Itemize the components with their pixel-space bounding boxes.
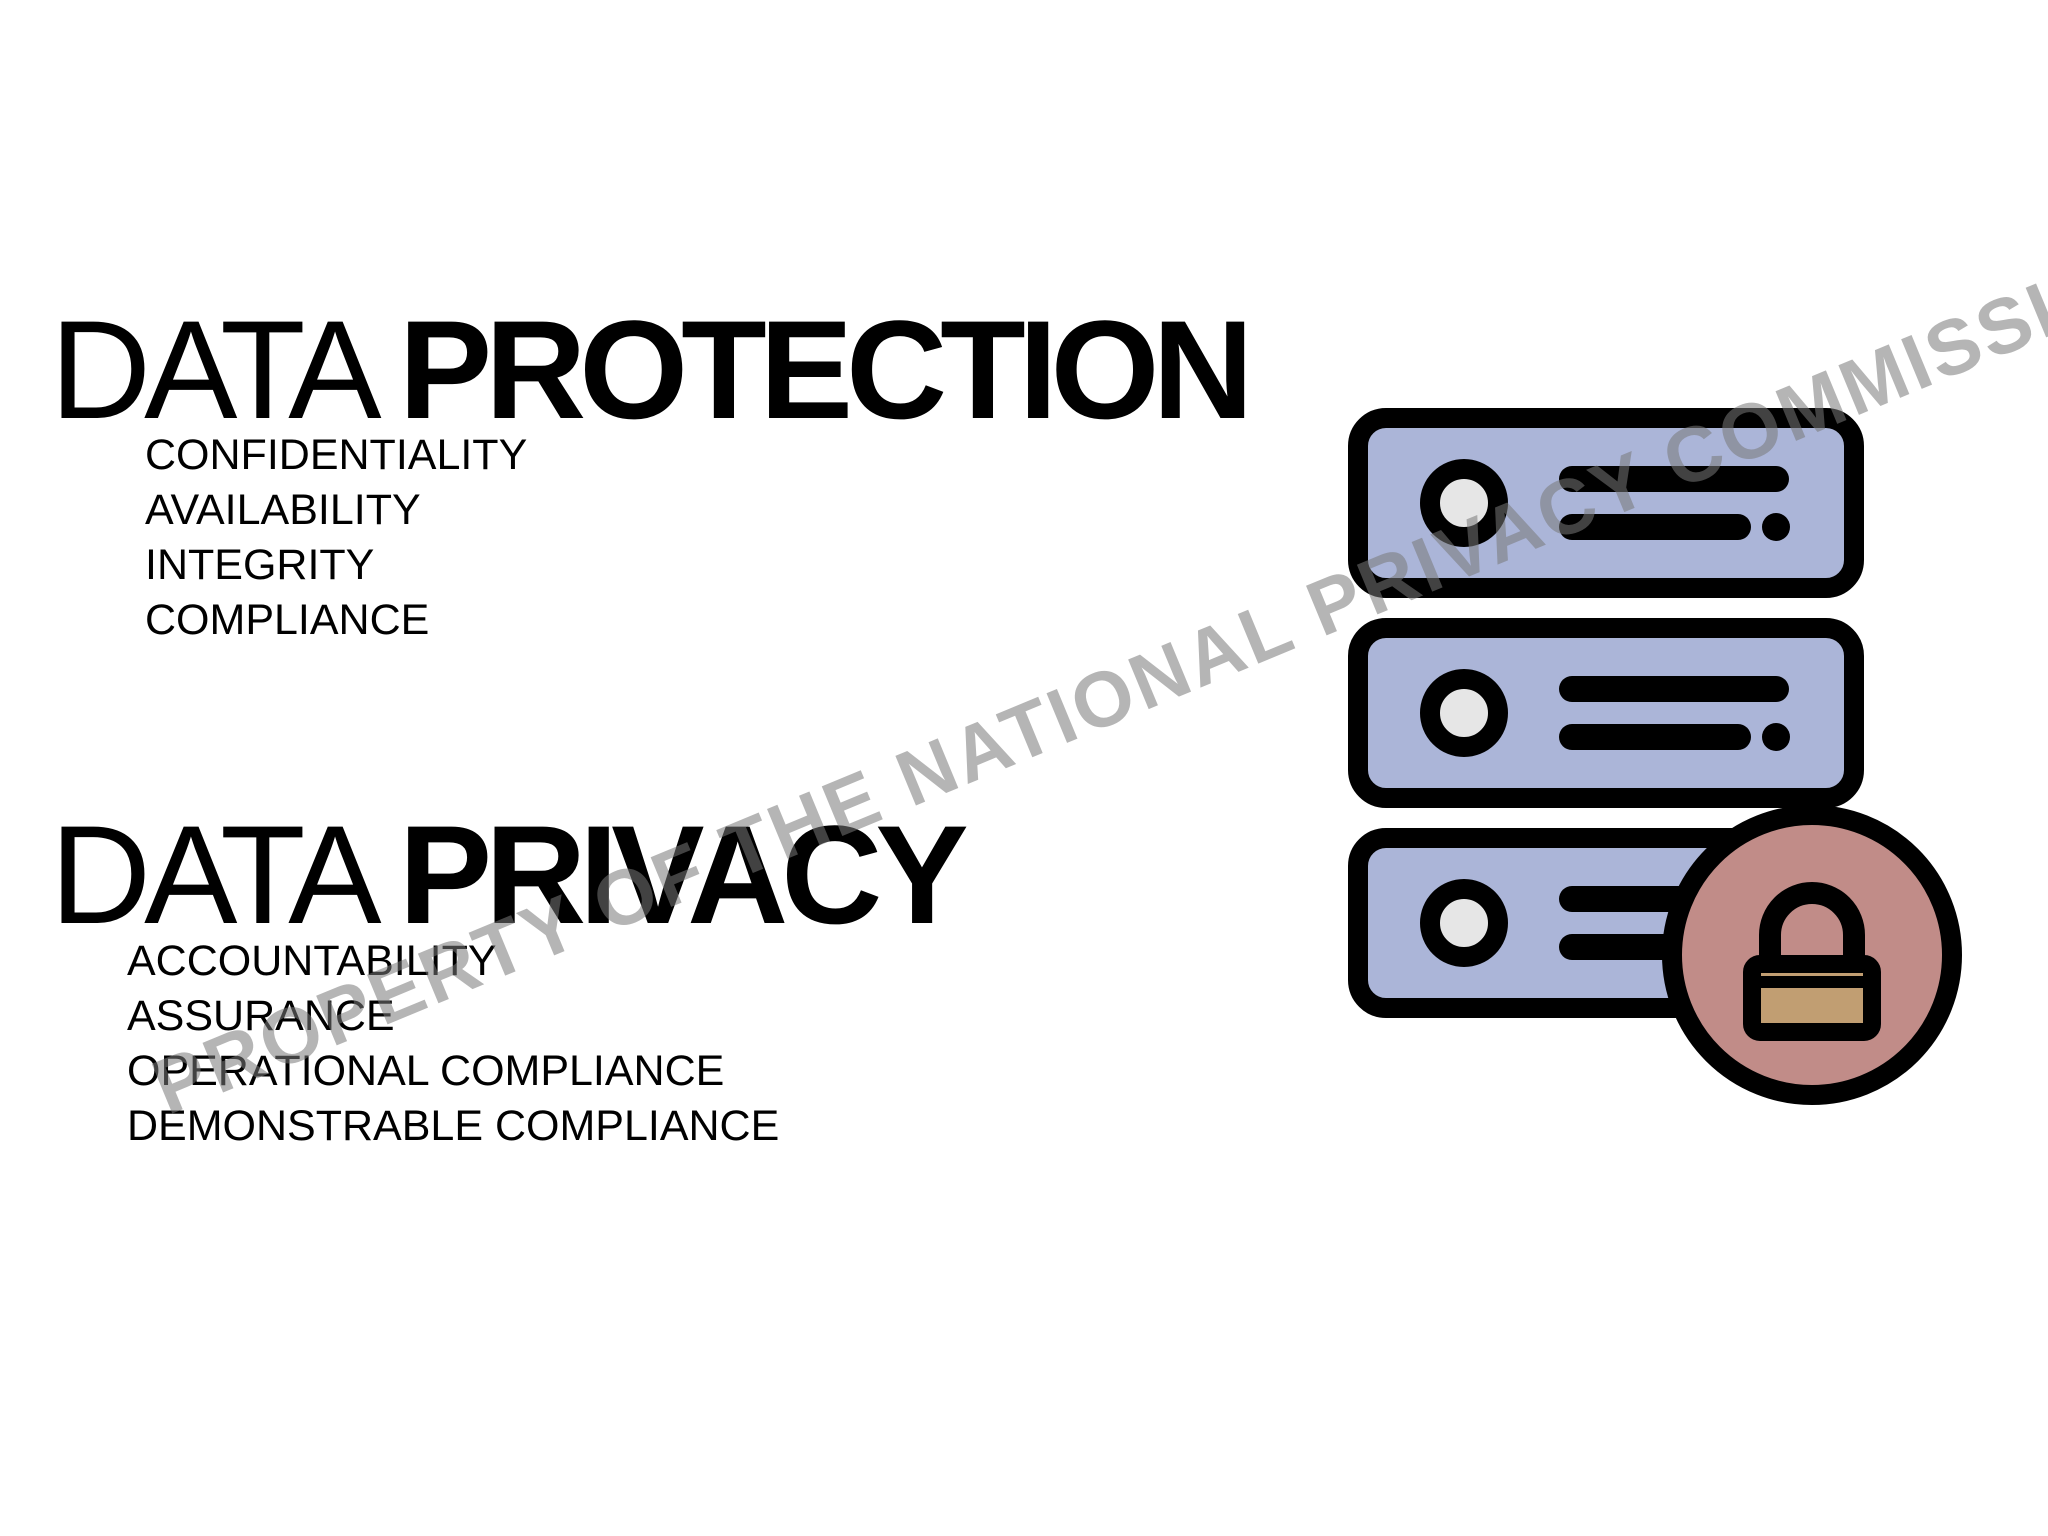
- data-privacy-heading-bold: PRIVACY: [398, 796, 969, 953]
- data-protection-heading-light: DATA: [50, 291, 374, 448]
- list-item: ACCOUNTABILITY: [127, 937, 497, 985]
- data-privacy-list: ACCOUNTABILITY ASSURANCE OPERATIONAL COM…: [127, 934, 779, 1154]
- server-unit-icon: [1348, 618, 1864, 808]
- list-item: DEMONSTRABLE COMPLIANCE: [127, 1102, 780, 1150]
- list-item: INTEGRITY: [145, 541, 375, 589]
- list-item: AVAILABILITY: [145, 486, 421, 534]
- data-privacy-heading-light: DATA: [50, 796, 374, 953]
- data-protection-heading-bold: PROTECTION: [398, 291, 1254, 448]
- list-item: OPERATIONAL COMPLIANCE: [127, 1047, 725, 1095]
- list-item: COMPLIANCE: [145, 596, 430, 644]
- lock-icon: [1662, 805, 1962, 1105]
- server-lock-icon: [1348, 408, 1962, 1105]
- data-privacy-heading: DATA PRIVACY: [50, 805, 969, 945]
- server-unit-icon: [1348, 408, 1864, 598]
- data-protection-list: CONFIDENTIALITY AVAILABILITY INTEGRITY C…: [145, 428, 527, 648]
- list-item: CONFIDENTIALITY: [145, 431, 528, 479]
- data-protection-heading: DATA PROTECTION: [50, 300, 1254, 440]
- list-item: ASSURANCE: [127, 992, 395, 1040]
